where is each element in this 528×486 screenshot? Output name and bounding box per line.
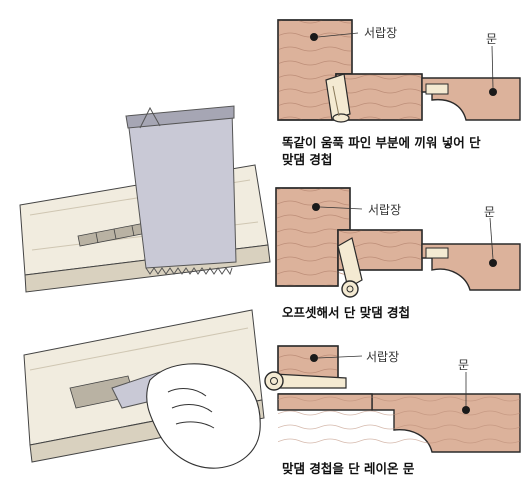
panel-1-diagram	[277, 19, 521, 123]
panel-1-door-label: 문	[486, 32, 498, 46]
panel-2-door-label: 문	[484, 205, 496, 219]
panel-1-cabinet-label: 서랍장	[364, 26, 398, 40]
saw-illustration	[19, 105, 271, 293]
panel-2-cabinet-label: 서랍장	[368, 203, 402, 217]
chisel-illustration	[23, 309, 265, 469]
panel-3-door-label: 문	[458, 358, 470, 372]
panel-3-cabinet-label: 서랍장	[366, 350, 400, 364]
panel-3-caption: 맞댐 경첩을 단 레이온 문	[282, 461, 415, 476]
panel-1-caption-line-1: 똑같이 움푹 파인 부분에 끼워 넣어 단	[282, 135, 481, 150]
panel-3-diagram	[264, 345, 521, 453]
panel-1-caption-line-2: 맞댐 경첩	[282, 152, 333, 167]
panel-2-diagram	[275, 187, 521, 298]
panel-2-caption: 오프셋해서 단 맞댐 경첩	[282, 305, 411, 320]
panel-1-caption: 똑같이 움푹 파인 부분에 끼워 넣어 단 맞댐 경첩	[282, 134, 481, 168]
